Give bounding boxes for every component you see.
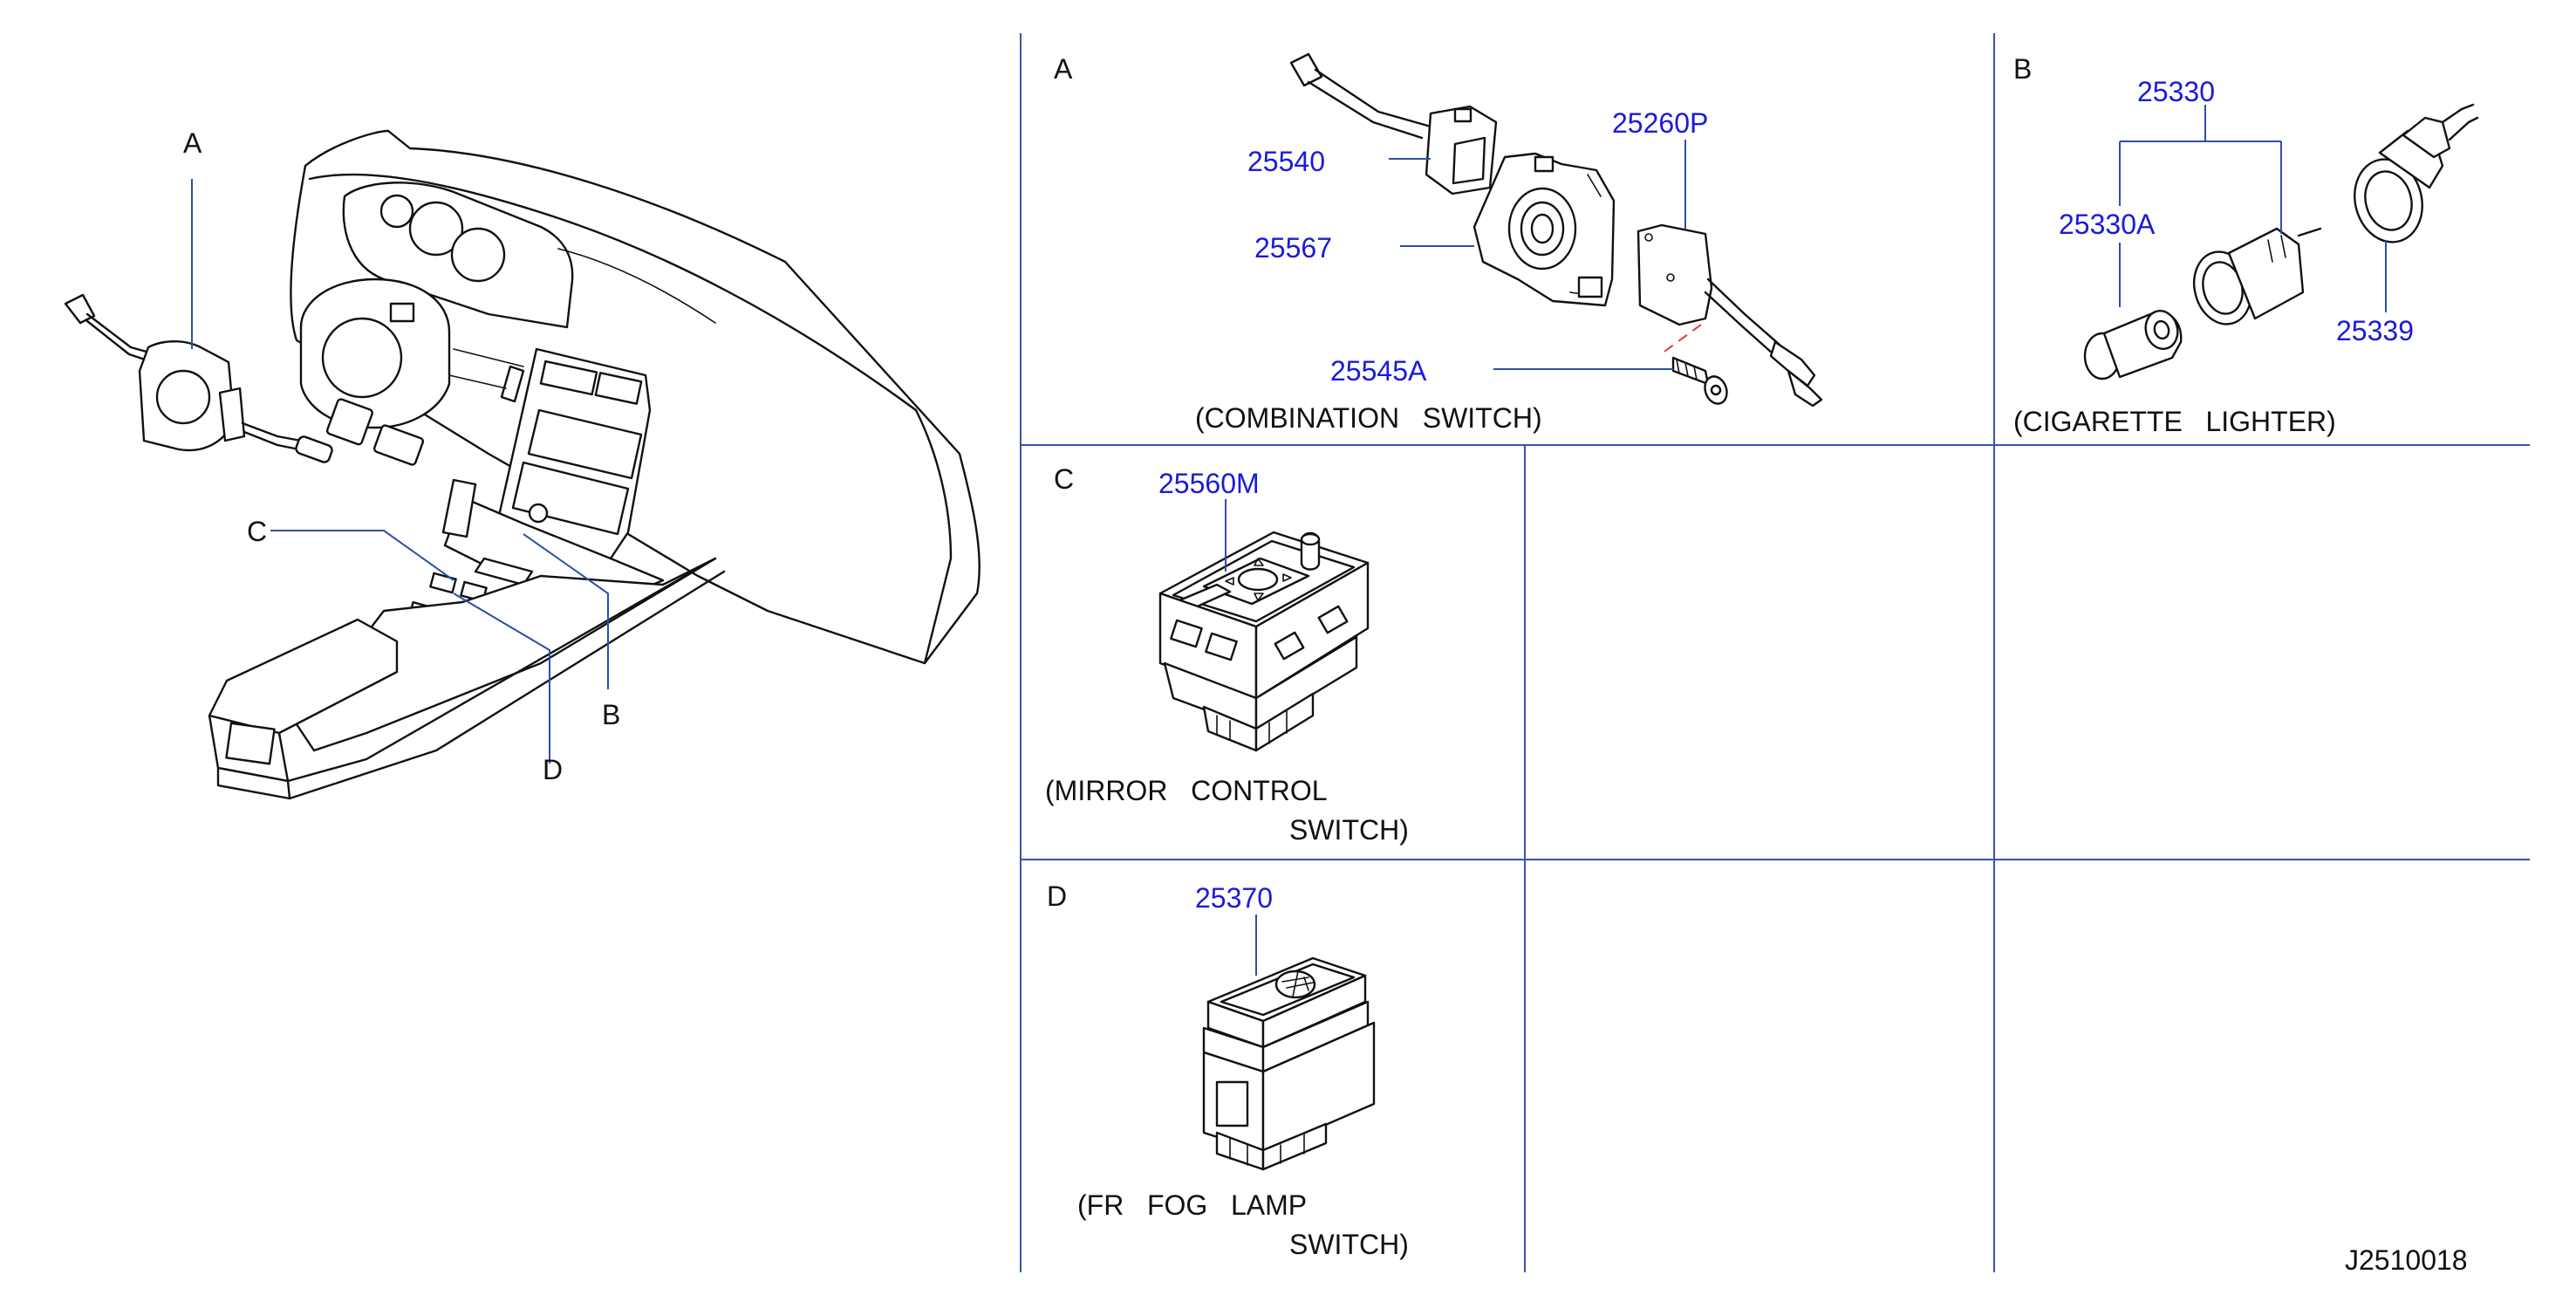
mirror-control-switch-illustration xyxy=(1158,531,1370,752)
overview-callout-c: C xyxy=(247,516,267,547)
panel-grid xyxy=(1020,33,2530,1272)
panel-c-letter: C xyxy=(1054,463,1074,495)
part-number-25330a: 25330A xyxy=(2059,209,2156,240)
part-number-25540: 25540 xyxy=(1247,146,1325,177)
overview-callout-b: B xyxy=(602,699,620,730)
overview-callout-a: A xyxy=(183,127,202,159)
fog-lamp-switch-illustration xyxy=(1202,956,1376,1171)
diagram-code: J2510018 xyxy=(2345,1244,2468,1276)
panel-d-caption-line1: (FR FOG LAMP xyxy=(1077,1189,1307,1221)
panel-b-caption: (CIGARETTE LIGHTER) xyxy=(2013,406,2336,437)
overview-callout-d: D xyxy=(543,754,563,785)
part-number-25330: 25330 xyxy=(2137,76,2215,107)
part-number-25260p: 25260P xyxy=(1612,107,1708,139)
part-number-25545a: 25545A xyxy=(1330,355,1427,387)
part-number-25370: 25370 xyxy=(1195,882,1273,914)
dashboard-overview-illustration xyxy=(64,129,981,800)
combination-switch-illustration xyxy=(1289,52,1823,408)
panel-a-caption: (COMBINATION SWITCH) xyxy=(1195,402,1542,434)
cigarette-lighter-illustration xyxy=(2083,103,2479,380)
part-number-25339: 25339 xyxy=(2336,315,2414,346)
panel-d-letter: D xyxy=(1047,880,1067,912)
panel-c-caption-line2: SWITCH) xyxy=(1289,814,1409,846)
panel-d-caption-line2: SWITCH) xyxy=(1289,1229,1409,1260)
panel-a-letter: A xyxy=(1054,53,1073,85)
panel-c-caption-line1: (MIRROR CONTROL xyxy=(1045,775,1328,806)
panel-b-letter: B xyxy=(2013,53,2032,85)
part-number-25567: 25567 xyxy=(1254,232,1332,264)
part-number-25560m: 25560M xyxy=(1158,468,1260,499)
